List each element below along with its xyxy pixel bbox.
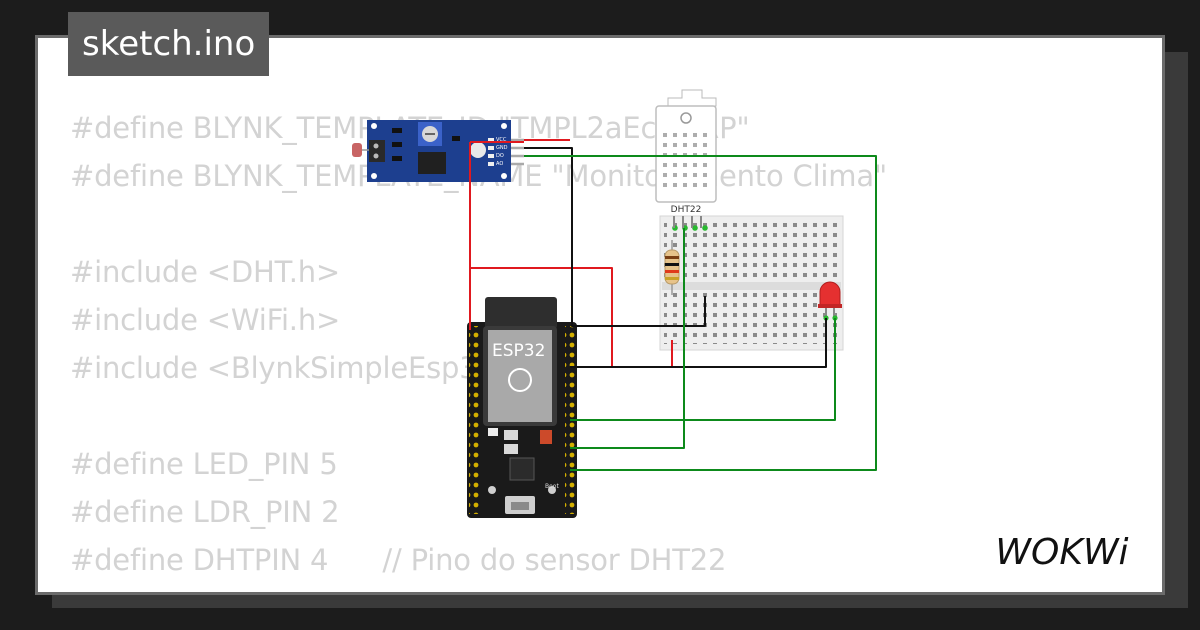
code-line: #define LED_PIN 5 [70,447,338,481]
ldr-pin-gnd: GND [496,145,508,151]
esp32-label: ESP32 [492,341,545,361]
code-line: #include <DHT.h> [70,255,340,289]
dht22-sensor[interactable]: DHT22 [655,89,717,228]
dht22-label: DHT22 [671,205,702,215]
ldr-pin-do: DO [496,153,504,159]
code-line: #define DHTPIN 4 // Pino do sensor DHT22 [70,543,727,577]
wires [469,139,877,471]
code-line: #include <WiFi.h> [70,303,341,337]
code-listing: #define BLYNK_TEMPLATE_ID "TMPL2aEcMERP"… [70,104,887,592]
preview-card: #define BLYNK_TEMPLATE_ID "TMPL2aEcMERP"… [35,35,1165,595]
pullup-resistor[interactable] [664,240,680,295]
sketch-filename-tab[interactable]: sketch.ino [68,12,270,76]
ldr-module[interactable]: VCC GND DO AO [352,120,524,182]
wokwi-logo: WOKWi [995,532,1128,572]
ldr-pin-ao: AO [496,161,503,167]
boot-button-label: Boot [545,483,559,490]
code-line: #define LDR_PIN 2 [70,495,340,529]
red-led[interactable] [818,281,842,321]
esp32-devkit[interactable]: ESP32 Boot [467,297,577,518]
ldr-pin-vcc: VCC [496,137,507,143]
svg-text:WOKWi: WOKWi [995,532,1128,572]
code-line: #define DHTTYPE DHT22 // Tipo do sensor … [70,584,887,592]
breadboard[interactable] [659,215,844,351]
